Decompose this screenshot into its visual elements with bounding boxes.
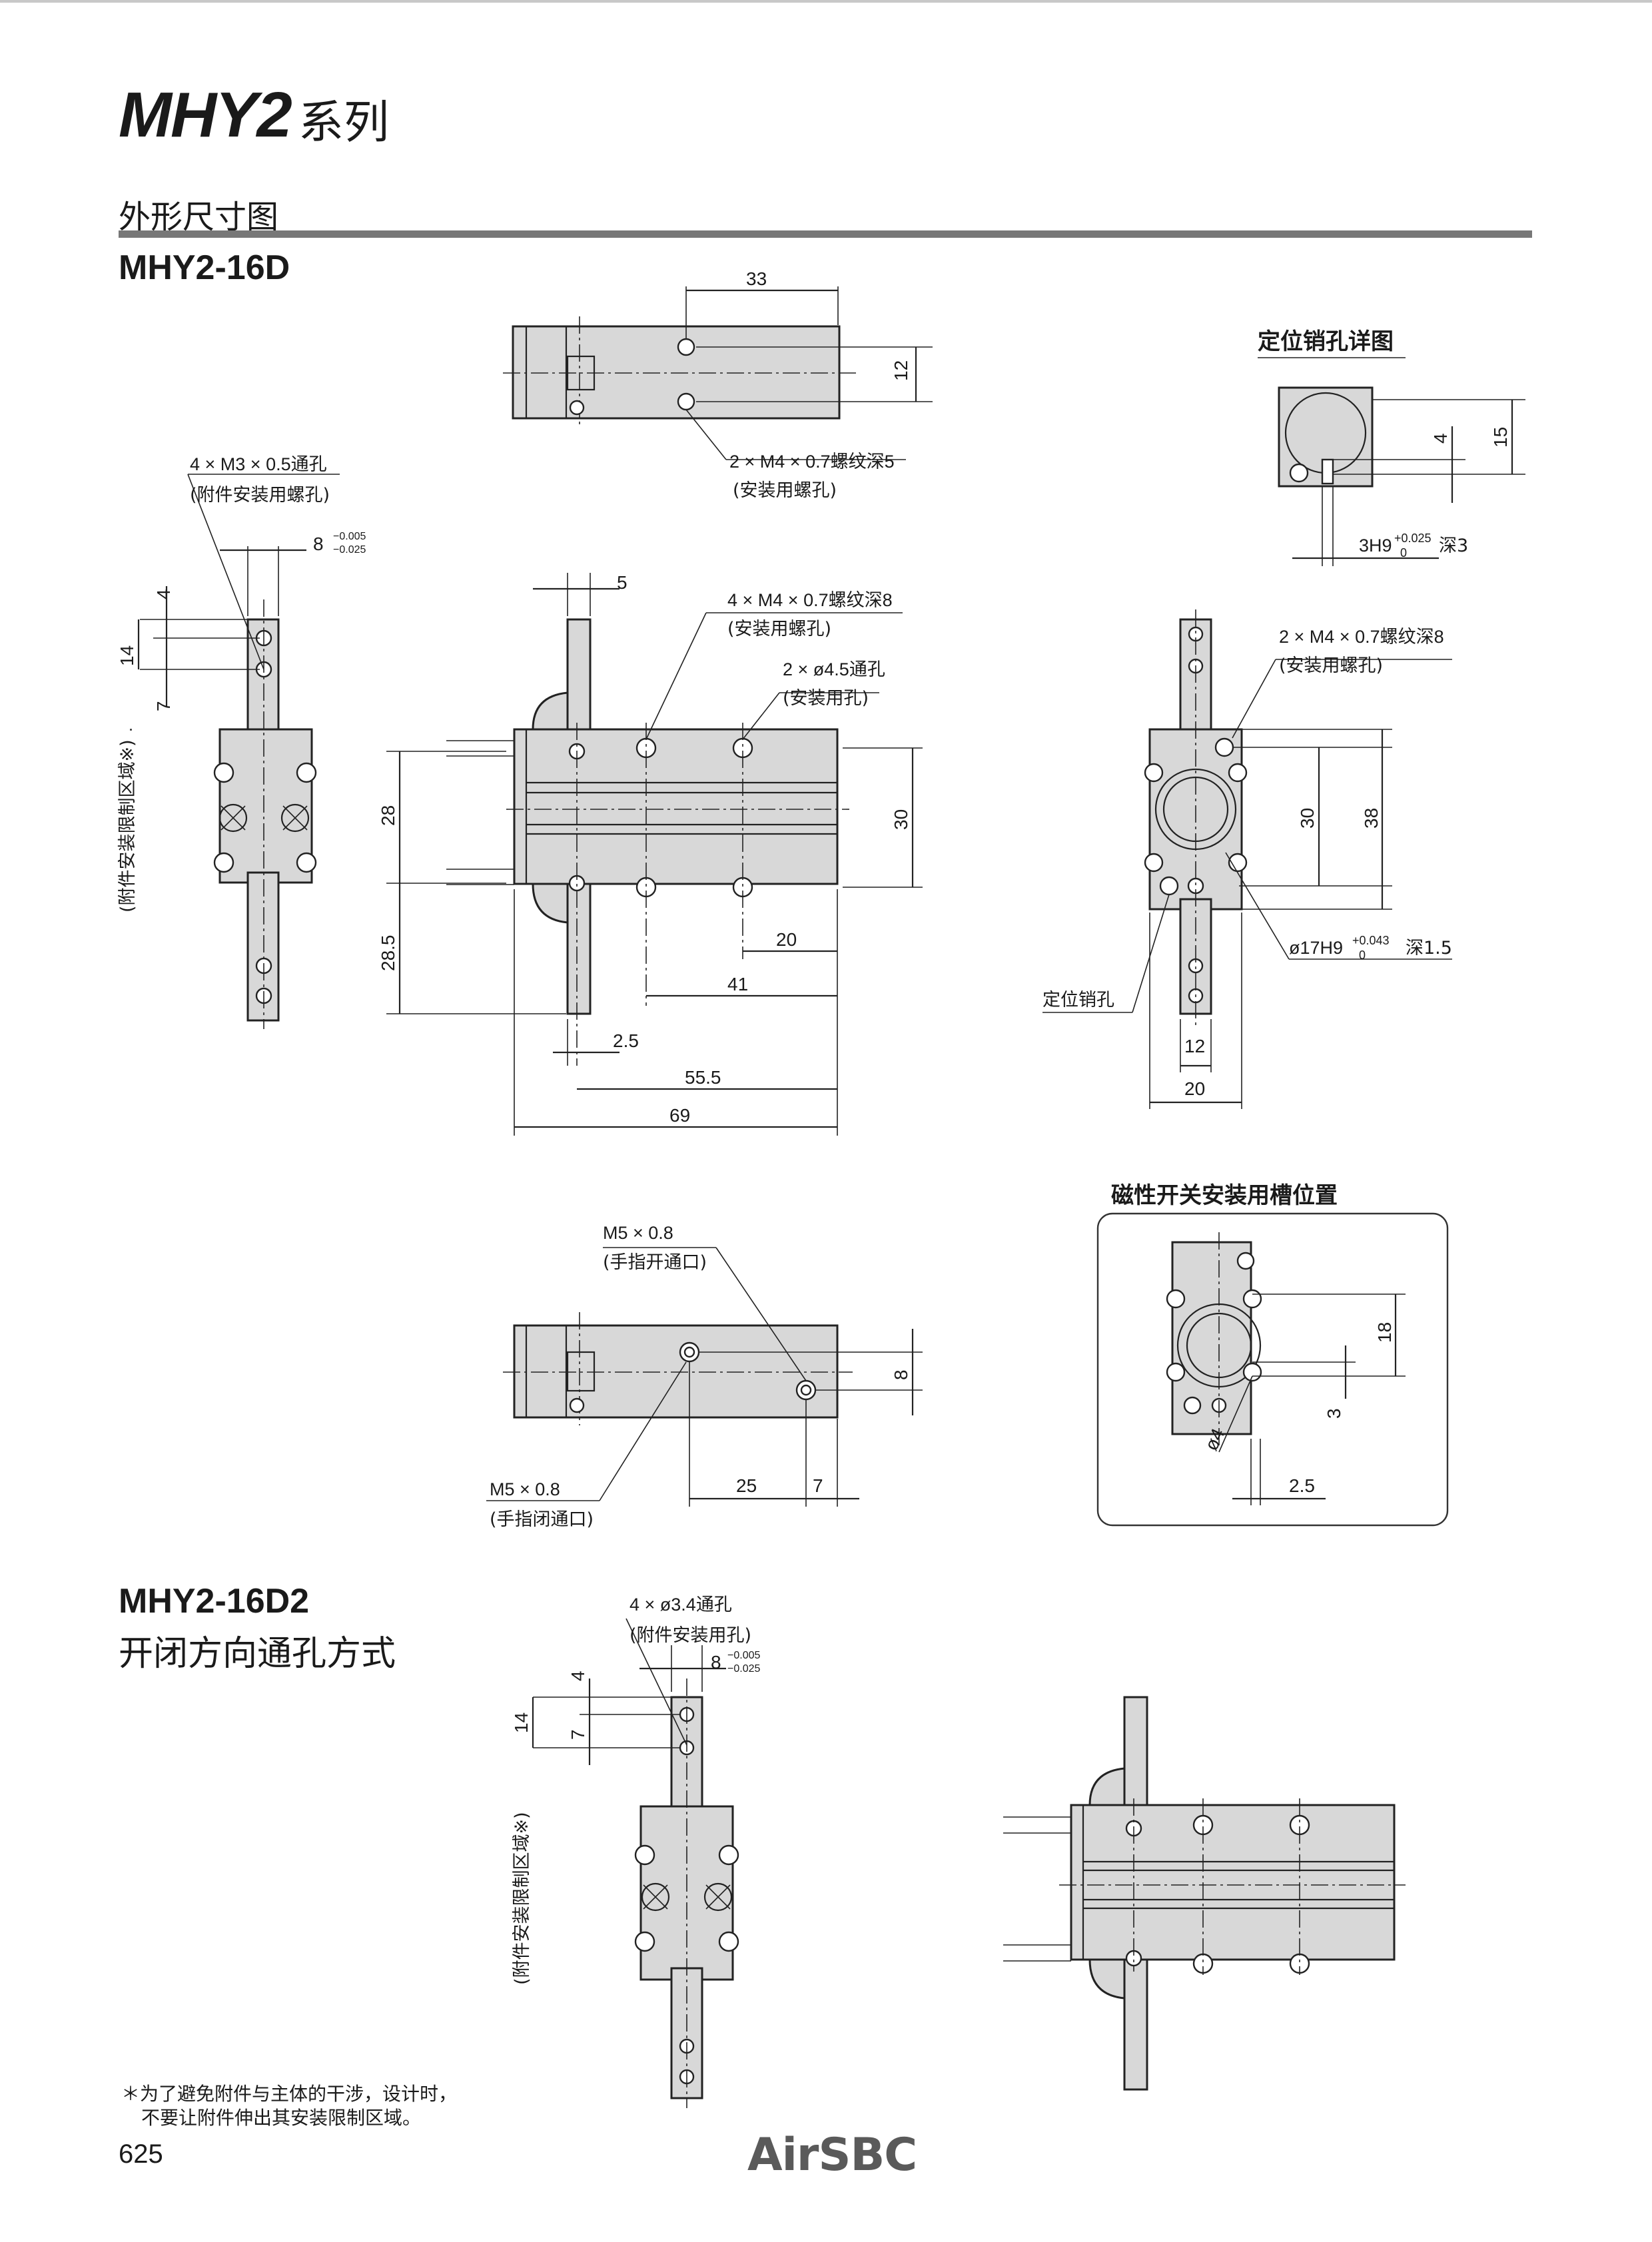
label-finger-open-port: (手指开通口) <box>603 1252 707 1273</box>
dim-8-tol-upper-d2: −0.005 <box>727 1650 760 1661</box>
page-number: 625 <box>119 2139 163 2169</box>
label-m4-depth8-front: 4 × M4 × 0.7螺纹深8 <box>727 590 893 610</box>
label-mount-hole: (安装用孔) <box>783 688 869 709</box>
dim-30-front: 30 <box>891 809 911 830</box>
label-m4-depth5: 2 × M4 × 0.7螺纹深5 <box>729 452 895 472</box>
pin-detail-title: 定位销孔详图 <box>1258 328 1394 355</box>
dim-2-5-groove: 2.5 <box>1289 1475 1315 1496</box>
dim-15: 15 <box>1490 427 1511 448</box>
label-bore-depth: 深1.5 <box>1406 938 1452 958</box>
label-mount-screw-3: (安装用螺孔) <box>1279 655 1383 676</box>
dim-8-port: 8 <box>891 1369 911 1380</box>
switch-groove-title: 磁性开关安装用槽位置 <box>1111 1182 1338 1209</box>
dim-18: 18 <box>1374 1322 1395 1343</box>
dim-7-d2: 7 <box>568 1729 588 1740</box>
label-3h9-tol-upper: +0.025 <box>1394 532 1432 545</box>
dim-38: 38 <box>1361 808 1382 829</box>
dim-12-side: 12 <box>1184 1036 1205 1056</box>
dim-8-tol-lower: −0.025 <box>333 544 366 556</box>
dim-33: 33 <box>746 268 767 289</box>
dim-69: 69 <box>669 1105 690 1126</box>
label-mount-screw-1: (安装用螺孔) <box>733 480 837 501</box>
label-restricted-zone-1: (附件安装限制区域※) <box>117 739 138 913</box>
page-title: MHY2 <box>119 79 292 151</box>
dim-28-5: 28.5 <box>378 935 398 972</box>
label-phi34-thru: 4 × ø3.4通孔 <box>629 1595 732 1615</box>
dim-4-d2: 4 <box>568 1671 588 1681</box>
pin-detail-drawing <box>1278 386 1525 566</box>
label-bore-tol-upper: +0.043 <box>1352 934 1390 947</box>
dim-3: 3 <box>1324 1408 1344 1419</box>
switch-groove-drawing <box>1166 1232 1406 1505</box>
model-subtitle-16d2: 开闭方向通孔方式 <box>119 1634 396 1674</box>
label-m5-open: M5 × 0.8 <box>603 1223 673 1243</box>
dim-20-side: 20 <box>1184 1078 1205 1099</box>
footnote-line-1: ＊为了避免附件与主体的干涉，设计时， <box>121 2083 458 2105</box>
page-top-line <box>0 0 1652 3</box>
label-finger-close-port: (手指闭通口) <box>490 1509 594 1530</box>
switch-groove-box <box>1096 1212 1449 1527</box>
label-attach-mount-hole: (附件安装用孔) <box>629 1625 751 1646</box>
label-3h9: 3H9 <box>1359 536 1392 556</box>
label-3h9-depth: 深3 <box>1439 536 1468 556</box>
label-phi45-thru: 2 × ø4.5通孔 <box>783 659 885 679</box>
footnote-line-2: 不要让附件伸出其安装限制区域。 <box>141 2107 422 2129</box>
side-view-drawing <box>1042 609 1452 1109</box>
label-m4-depth8-side: 2 × M4 × 0.7螺纹深8 <box>1279 627 1444 647</box>
label-restricted-zone-2: (附件安装限制区域※) <box>512 1812 532 1985</box>
label-attach-mount-screw: (附件安装用螺孔) <box>190 485 330 506</box>
dim-25: 25 <box>736 1475 757 1496</box>
section-rule <box>119 230 1532 238</box>
label-mount-screw-2: (安装用螺孔) <box>727 619 831 639</box>
dim-8-width-d2: 8 <box>711 1652 721 1673</box>
dim-41: 41 <box>727 974 748 994</box>
dim-28: 28 <box>378 805 398 826</box>
label-m3-thru: 4 × M3 × 0.5通孔 <box>190 454 327 474</box>
dim-20-front: 20 <box>776 929 797 950</box>
dim-2-5-front: 2.5 <box>613 1030 639 1051</box>
label-bore: ø17H9 <box>1289 938 1343 958</box>
dim-14-attach: 14 <box>117 645 137 666</box>
dim-30-side: 30 <box>1297 808 1318 829</box>
dim-8-tol-lower-d2: −0.025 <box>727 1663 760 1675</box>
dim-4-attach: 4 <box>153 589 174 599</box>
model-heading-16d2: MHY2-16D2 <box>119 1582 310 1621</box>
label-locating-pin-hole: 定位销孔 <box>1042 990 1114 1010</box>
dim-55-5: 55.5 <box>685 1067 721 1088</box>
dim-8-width: 8 <box>313 534 324 554</box>
dim-7-port: 7 <box>813 1475 823 1496</box>
dim-7-attach: 7 <box>153 701 174 711</box>
page-series-label: 系列 <box>298 97 390 149</box>
section-heading: 外形尺寸图 <box>119 198 279 236</box>
model-heading-16d: MHY2-16D <box>119 248 290 287</box>
label-m5-close: M5 × 0.8 <box>490 1479 560 1499</box>
d2-attachment-drawing <box>532 1618 739 2108</box>
dim-12-top: 12 <box>891 360 911 381</box>
top-view-drawing <box>503 286 933 460</box>
dim-14-d2: 14 <box>511 1712 532 1733</box>
front-view-drawing <box>386 573 923 1136</box>
dim-8-tol-upper: −0.005 <box>333 531 366 542</box>
label-3h9-tol-lower: 0 <box>1400 546 1407 560</box>
left-attachment-drawing <box>130 474 340 1029</box>
dim-4-pin: 4 <box>1430 433 1451 444</box>
d2-front-view-drawing <box>1003 1696 1406 2091</box>
dim-5: 5 <box>617 572 627 593</box>
port-view-drawing <box>486 1247 923 1507</box>
brand-logo: AirSBC <box>747 2129 917 2181</box>
label-bore-tol-lower: 0 <box>1359 948 1366 962</box>
